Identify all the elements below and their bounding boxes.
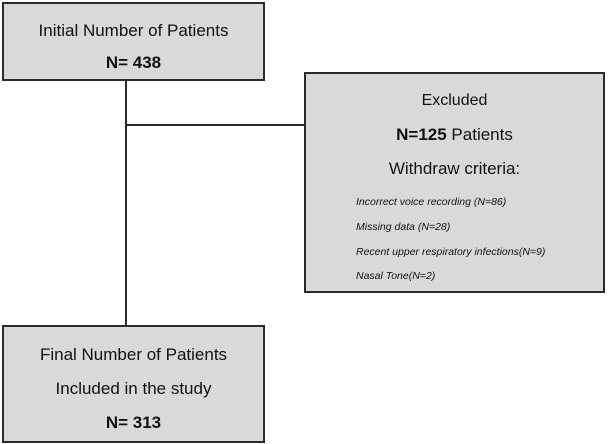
flow-connector-vertical [125, 81, 127, 325]
flow-connector-to-excluded [126, 124, 304, 126]
criteria-item: Recent upper respiratory infections(N=9) [356, 246, 546, 258]
final-patients-box: Final Number of Patients Included in the… [2, 325, 265, 443]
excluded-count-number: N=125 [396, 125, 447, 144]
final-patients-line1: Final Number of Patients [39, 345, 228, 364]
final-patients-count: N= 313 [105, 413, 162, 432]
initial-patients-count: N= 438 [105, 53, 162, 72]
final-patients-line2: Included in the study [55, 379, 212, 398]
excluded-count-suffix: Patients [446, 125, 513, 144]
initial-patients-box: Initial Number of Patients N= 438 [2, 2, 265, 81]
excluded-patients-box: Excluded N=125 Patients Withdraw criteri… [304, 72, 605, 293]
excluded-count: N=125 Patients [306, 125, 603, 145]
criteria-item: Missing data (N=28) [356, 221, 451, 233]
criteria-item: Nasal Tone(N=2) [356, 270, 436, 282]
excluded-title: Excluded [421, 92, 488, 109]
withdraw-criteria-heading: Withdraw criteria: [388, 159, 521, 178]
initial-patients-title: Initial Number of Patients [38, 21, 229, 40]
criteria-item: Incorrect voice recording (N=86) [356, 196, 507, 208]
